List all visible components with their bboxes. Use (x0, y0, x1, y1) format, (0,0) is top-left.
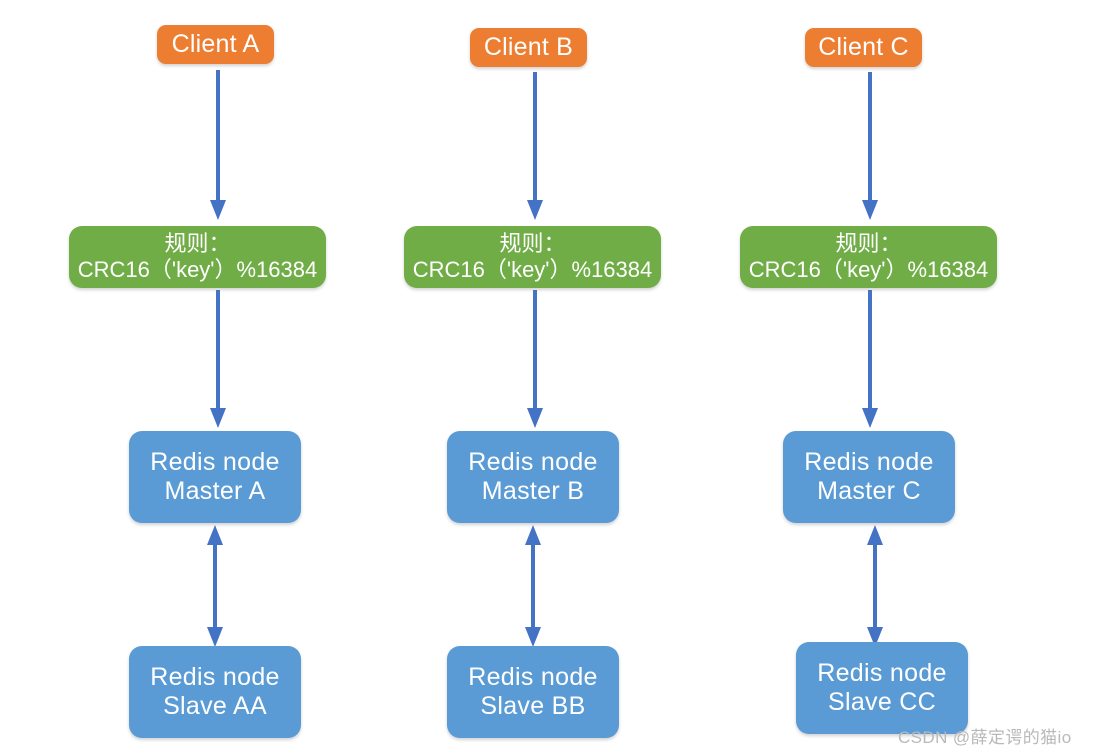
rule-a-label: 规则： CRC16（'key'）%16384 (77, 231, 318, 282)
arrow-client-b-to-rule-b (522, 72, 548, 220)
rule-c-box[interactable]: 规则： CRC16（'key'）%16384 (740, 226, 997, 288)
redis-slave-aa-box[interactable]: Redis node Slave AA (129, 646, 301, 738)
arrow-client-a-to-rule-a (205, 70, 231, 220)
client-b-label: Client B (483, 32, 574, 61)
redis-slave-cc-label: Redis node Slave CC (817, 658, 947, 717)
redis-slave-cc-box[interactable]: Redis node Slave CC (796, 642, 968, 734)
redis-master-a-box[interactable]: Redis node Master A (129, 431, 301, 523)
csdn-watermark: CSDN @薛定谔的猫io (898, 723, 1072, 748)
client-b-box[interactable]: Client B (470, 28, 587, 67)
client-c-label: Client C (818, 32, 909, 61)
redis-slave-bb-label: Redis node Slave BB (468, 662, 598, 721)
redis-master-c-label: Redis node Master C (804, 447, 934, 506)
rule-c-label: 规则： CRC16（'key'）%16384 (748, 231, 989, 282)
arrow-rule-c-to-master-c (857, 290, 883, 428)
client-a-box[interactable]: Client A (157, 25, 274, 64)
redis-slave-aa-label: Redis node Slave AA (150, 662, 280, 721)
arrow-client-c-to-rule-c (857, 72, 883, 220)
redis-slave-bb-box[interactable]: Redis node Slave BB (447, 646, 619, 738)
csdn-watermark-text: CSDN @薛定谔的猫io (898, 728, 1072, 747)
arrow-master-c-slave-c (862, 525, 888, 647)
client-c-box[interactable]: Client C (805, 28, 922, 67)
arrow-master-b-slave-b (520, 525, 546, 647)
rule-b-box[interactable]: 规则： CRC16（'key'）%16384 (404, 226, 661, 288)
client-a-label: Client A (171, 29, 260, 58)
arrow-rule-b-to-master-b (522, 290, 548, 428)
rule-a-box[interactable]: 规则： CRC16（'key'）%16384 (69, 226, 326, 288)
rule-b-label: 规则： CRC16（'key'）%16384 (412, 231, 653, 282)
redis-master-b-box[interactable]: Redis node Master B (447, 431, 619, 523)
redis-master-c-box[interactable]: Redis node Master C (783, 431, 955, 523)
redis-master-b-label: Redis node Master B (468, 447, 598, 506)
redis-master-a-label: Redis node Master A (150, 447, 280, 506)
arrow-master-a-slave-a (202, 525, 228, 647)
arrow-rule-a-to-master-a (205, 290, 231, 428)
